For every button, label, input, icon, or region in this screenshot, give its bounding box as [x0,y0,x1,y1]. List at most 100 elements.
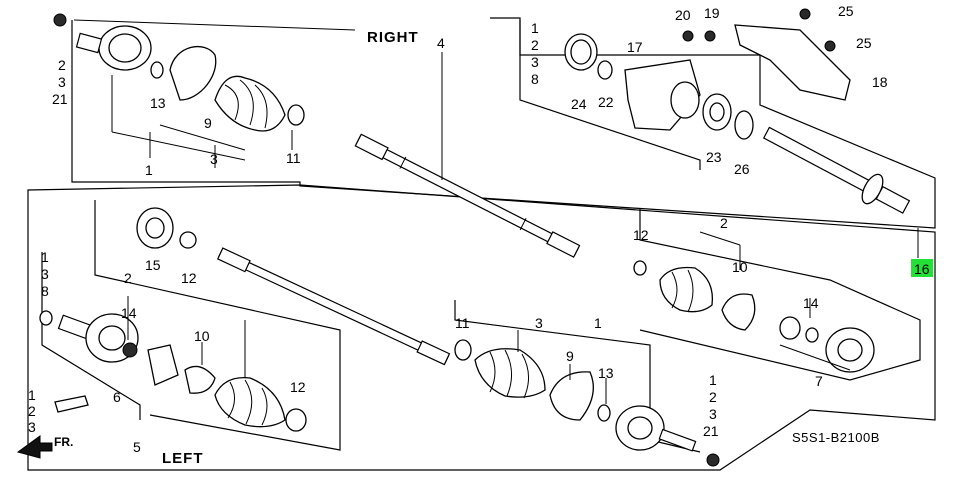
ring-13-left [597,404,611,422]
inboard-joint-right-inner [837,338,863,362]
callout-2-l: 2 [124,270,132,286]
callout-11-l: 11 [455,315,470,331]
callout-10-ri: 10 [732,259,748,275]
callout-19: 19 [704,5,720,21]
band-12-left-b [285,408,307,432]
clip-11-left [454,339,472,361]
callout-18: 18 [872,74,888,90]
callout-1-l: 1 [41,249,49,265]
frame-left-shaft [27,184,936,471]
boot-bottom-center [474,348,546,399]
callout-14-ri: 14 [803,295,819,311]
bearing-23-inner [709,102,725,122]
spider-6 [147,344,179,386]
outboard-joint-bottom [615,405,697,452]
frame-left-inner-a [94,200,341,451]
bolt-20 [682,30,694,42]
callout-3-fl: 3 [28,419,36,435]
callout-16: 16 [914,261,930,277]
nut-21-left [706,453,720,467]
group-shafts [216,126,911,366]
front-arrow-icon: FR. [16,435,73,459]
bolt-19 [704,30,716,42]
callout-3-r: 3 [210,151,218,167]
callout-22: 22 [598,94,614,110]
callout-12-la: 12 [181,270,197,286]
clip-11-right [287,104,305,126]
shaft-right-long [354,133,581,258]
callout-12-lb: 12 [290,379,306,395]
callout-8-ur: 8 [531,71,539,87]
callout-3-br: 3 [709,406,717,422]
front-arrow-label: FR. [54,435,73,449]
boot-right-inner [659,266,714,313]
ring-8-left [39,310,53,326]
callout-24: 24 [571,96,587,112]
callout-20: 20 [675,7,691,23]
callout-4: 4 [437,35,445,51]
callout-15: 15 [145,257,161,273]
callout-21-br: 21 [703,423,719,439]
callout-14-l: 14 [121,305,137,321]
callout-1-r: 1 [145,162,153,178]
callout-3-ur: 3 [531,54,539,70]
callout-12-ri: 12 [633,227,649,243]
callout-1-br: 1 [709,372,717,388]
callout-13-l: 13 [598,365,614,381]
group-callouts: 2 3 21 13 9 3 1 11 4 RIGHT 1 2 3 8 24 22… [28,3,933,467]
frame-right-inner [639,208,921,381]
dust-seal-24-inner [570,39,592,65]
callout-8-l: 8 [41,283,49,299]
callout-23: 23 [706,149,722,165]
callout-1-ur: 1 [531,20,539,36]
header-left: LEFT [162,450,204,467]
band-9-right [169,46,217,101]
callout-6: 6 [113,389,121,405]
callout-2-ri: 2 [720,215,728,231]
callout-11-r: 11 [286,150,301,166]
group-frames [27,17,936,471]
callout-21-tl: 21 [52,91,68,107]
callout-9-l: 9 [566,348,574,364]
bolt-25-b [824,40,836,52]
ring-14-right [805,327,819,343]
circlip-22 [597,60,613,80]
band-12-right [633,260,647,276]
header-right: RIGHT [367,29,419,46]
clip-kit-left [54,395,89,413]
callout-5: 5 [133,439,141,455]
shaft-upper-right [762,126,911,214]
band-9-left [549,371,594,421]
joint-15-inner [145,217,165,239]
callout-3-l: 3 [41,266,49,282]
callout-25-a: 25 [838,3,854,19]
callout-3-bc: 3 [535,315,543,331]
callout-2-ur: 2 [531,37,539,53]
washer-14-left [122,342,138,358]
frame-right-top [73,19,356,31]
heat-shield-18 [734,24,851,101]
callout-13-r: 13 [150,95,166,111]
shaft-left-long [216,247,451,366]
callout-1-fl: 1 [28,387,36,403]
highlight-16-box [911,259,933,277]
callout-3-tl: 3 [58,74,66,90]
frame-left-inner-b [41,252,141,420]
callout-26: 26 [734,161,750,177]
boot-right [214,75,286,132]
band-12-left-a [179,231,197,249]
bolt-25-a [799,8,811,20]
callout-7: 7 [815,373,823,389]
band-10-left [184,365,216,394]
outboard-joint-right [53,13,152,71]
diagram-code: S5S1-B2100B [792,430,880,445]
frame-upper-right [519,20,701,170]
group-parts [39,8,875,467]
group-leaders [111,52,919,404]
callout-2-fl: 2 [28,403,36,419]
boot-left [214,376,286,428]
callout-2-tl: 2 [58,57,66,73]
callout-2-br: 2 [709,389,717,405]
